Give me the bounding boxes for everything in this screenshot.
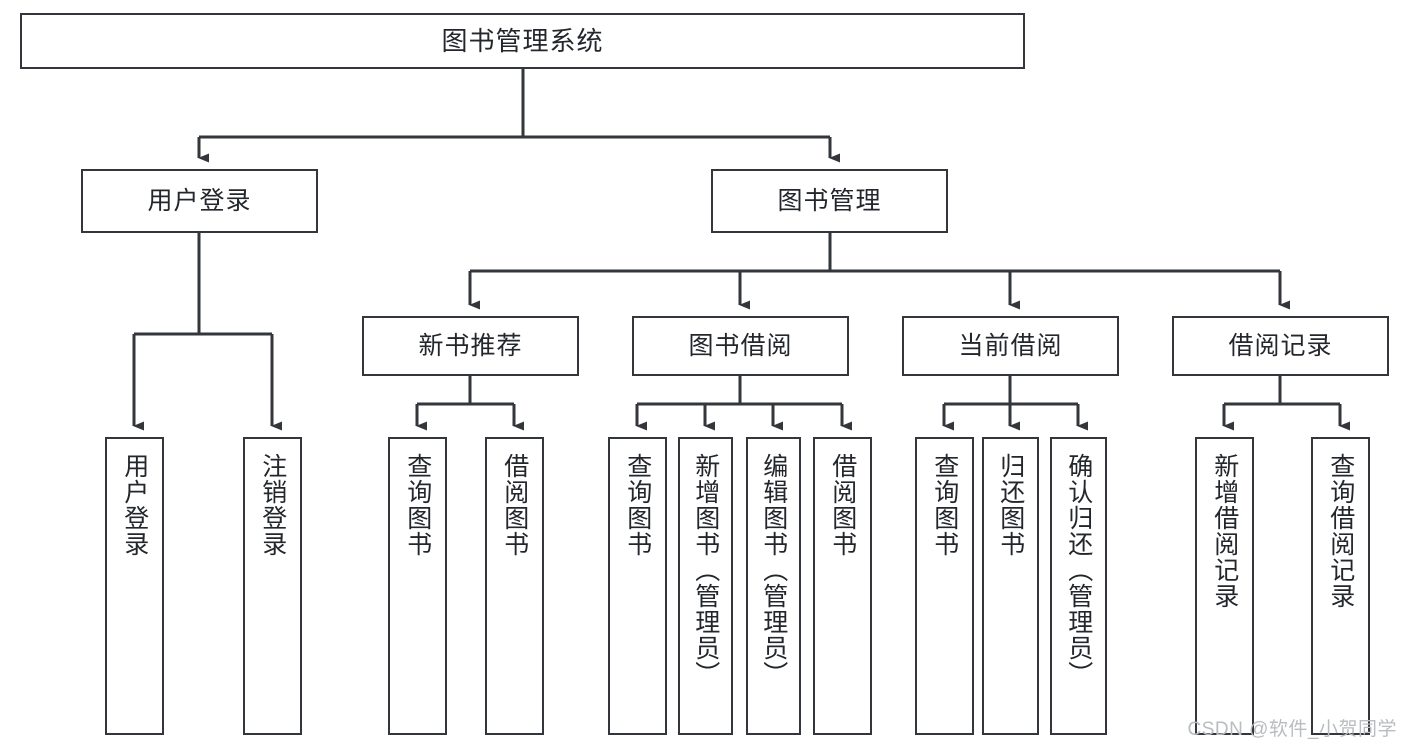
node-current-borrow[interactable]: 当前借阅 <box>902 316 1119 376</box>
node-leaf-query-book-3-label: 查询图书 <box>930 453 959 557</box>
node-leaf-edit-book[interactable]: 编辑图书（管理员） <box>746 437 801 735</box>
node-user-login-label: 用户登录 <box>147 186 252 215</box>
node-leaf-query-book-2[interactable]: 查询图书 <box>608 437 667 735</box>
node-leaf-query-borrow-record-label: 查询借阅记录 <box>1326 453 1355 609</box>
node-book-borrow-label: 图书借阅 <box>688 331 793 360</box>
node-user-login[interactable]: 用户登录 <box>81 169 318 233</box>
node-leaf-borrow-book-2-label: 借阅图书 <box>828 453 857 557</box>
node-book-management[interactable]: 图书管理 <box>711 169 948 233</box>
node-leaf-borrow-book-2[interactable]: 借阅图书 <box>813 437 872 735</box>
node-current-borrow-label: 当前借阅 <box>958 331 1063 360</box>
node-book-management-label: 图书管理 <box>777 186 882 215</box>
node-leaf-user-login-label: 用户登录 <box>120 453 149 557</box>
node-leaf-query-borrow-record[interactable]: 查询借阅记录 <box>1311 437 1370 735</box>
node-leaf-borrow-book-1[interactable]: 借阅图书 <box>485 437 544 735</box>
node-leaf-query-book-3[interactable]: 查询图书 <box>915 437 974 735</box>
node-leaf-add-book[interactable]: 新增图书（管理员） <box>678 437 733 735</box>
node-leaf-borrow-book-1-label: 借阅图书 <box>500 453 529 557</box>
node-leaf-return-book-label: 归还图书 <box>996 453 1025 557</box>
node-leaf-confirm-return[interactable]: 确认归还（管理员） <box>1050 437 1107 735</box>
node-leaf-confirm-return-label: 确认归还（管理员） <box>1064 453 1093 687</box>
node-new-book-recommend-label: 新书推荐 <box>418 331 523 360</box>
node-leaf-query-book-1[interactable]: 查询图书 <box>388 437 447 735</box>
node-leaf-return-book[interactable]: 归还图书 <box>982 437 1039 735</box>
node-book-borrow[interactable]: 图书借阅 <box>632 316 849 376</box>
node-leaf-query-book-2-label: 查询图书 <box>623 453 652 557</box>
node-leaf-logout[interactable]: 注销登录 <box>243 437 302 735</box>
node-root[interactable]: 图书管理系统 <box>20 13 1025 69</box>
node-leaf-edit-book-label: 编辑图书（管理员） <box>759 453 788 687</box>
node-leaf-query-book-1-label: 查询图书 <box>403 453 432 557</box>
node-borrow-records[interactable]: 借阅记录 <box>1172 316 1389 376</box>
node-leaf-logout-label: 注销登录 <box>258 453 287 557</box>
node-leaf-add-borrow-record[interactable]: 新增借阅记录 <box>1195 437 1254 735</box>
watermark: CSDN @软件_小贺同学 <box>1187 719 1397 740</box>
node-leaf-add-borrow-record-label: 新增借阅记录 <box>1210 453 1239 609</box>
node-new-book-recommend[interactable]: 新书推荐 <box>362 316 579 376</box>
node-root-label: 图书管理系统 <box>441 26 604 56</box>
node-leaf-add-book-label: 新增图书（管理员） <box>691 453 720 687</box>
node-leaf-user-login[interactable]: 用户登录 <box>105 437 164 735</box>
node-borrow-records-label: 借阅记录 <box>1228 331 1333 360</box>
